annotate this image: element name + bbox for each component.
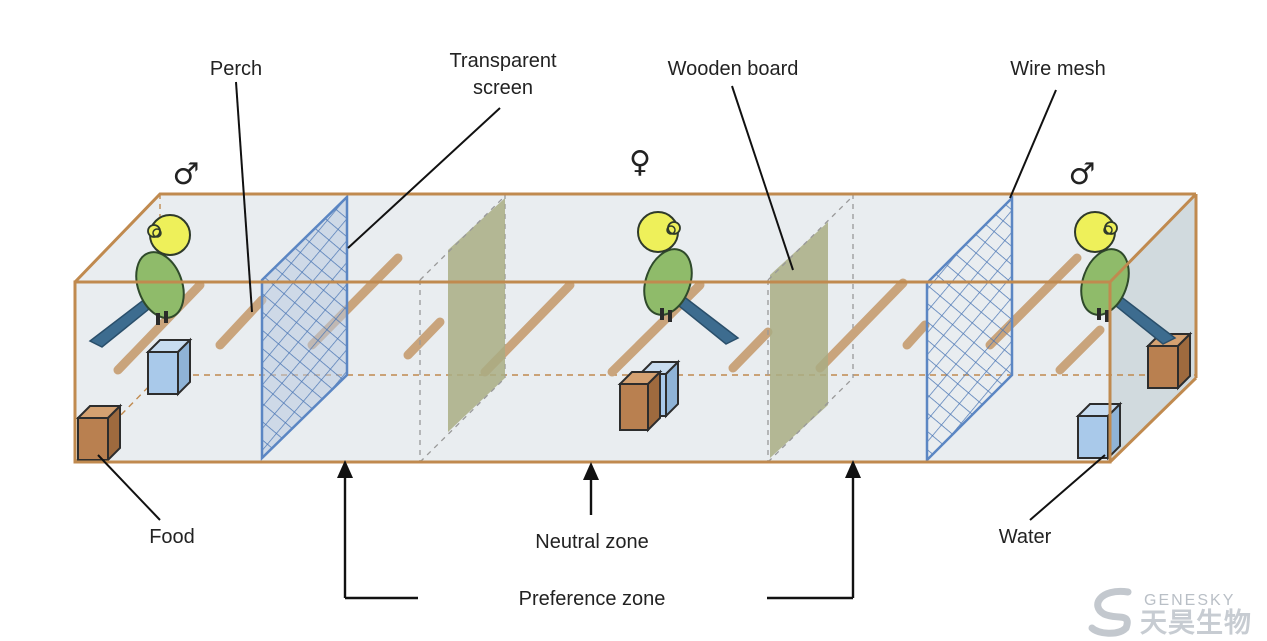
- leader-lines: [97, 81, 1106, 521]
- transparent-screen-label: Transparent: [449, 50, 557, 72]
- arrowheads: [337, 460, 861, 480]
- wire-mesh-icon: [925, 194, 1014, 464]
- wire-mesh-icon: [260, 194, 349, 461]
- wooden-board-label: Wooden board: [668, 58, 799, 80]
- perch-label: Perch: [210, 58, 262, 80]
- water-cube-icon: [145, 337, 193, 397]
- food-label: Food: [149, 526, 195, 548]
- perch-icon: [113, 280, 205, 375]
- zone-arrows: [343, 468, 855, 600]
- transparent-screen-label-line2: screen: [473, 77, 533, 99]
- watermark-brand-cn: 天昊生物: [1140, 608, 1252, 639]
- watermark-brand-en: GENESKY: [1144, 592, 1235, 609]
- genesky-logo-icon: [1088, 587, 1132, 637]
- perch-icon: [728, 327, 773, 373]
- perch-icon: [902, 320, 930, 350]
- wire-mesh-label: Wire mesh: [1010, 58, 1106, 80]
- perch-icon: [1055, 325, 1105, 375]
- neutral-zone-label: Neutral zone: [535, 531, 648, 553]
- food-cube-icon: [75, 403, 123, 463]
- water-label: Water: [999, 526, 1052, 548]
- food-cube-icon: [1145, 331, 1193, 391]
- cage-frame: [73, 192, 1198, 464]
- perch-icon: [815, 278, 908, 373]
- male-symbol-icon: ♂: [1069, 157, 1096, 192]
- wooden-board-icon: [448, 198, 505, 432]
- water-cube-icon: [1075, 401, 1123, 461]
- food-cube-icon: [617, 369, 663, 433]
- preference-zone-label: Preference zone: [519, 588, 666, 610]
- perch-icon: [215, 295, 267, 350]
- female-symbol-icon: ♀: [629, 145, 651, 180]
- male-symbol-icon: ♂: [173, 157, 200, 192]
- perch-icon: [403, 317, 445, 360]
